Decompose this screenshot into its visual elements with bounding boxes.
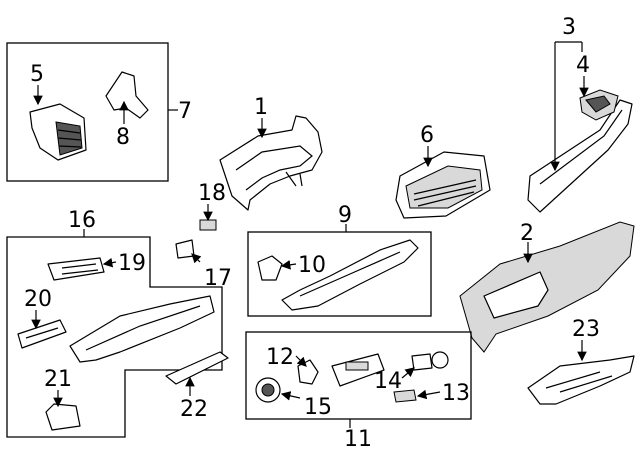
part-12-socket [297, 359, 319, 385]
callout-18: 18 [198, 181, 226, 206]
callout-1: 1 [254, 95, 268, 120]
callout-3: 3 [562, 15, 576, 40]
part-14-socket [411, 351, 449, 371]
callout-16: 16 [68, 208, 96, 233]
part-16-lower-panel [69, 295, 215, 363]
part-3-trim-strip [527, 99, 633, 213]
callout-7: 7 [178, 99, 192, 124]
part-15-knob [255, 377, 281, 403]
part-21-switch [45, 403, 81, 431]
group-box-16 [6, 236, 223, 438]
part-6-console [395, 151, 491, 219]
callout-4: 4 [576, 53, 590, 78]
callout-21: 21 [44, 367, 72, 392]
group-box-7 [6, 42, 169, 182]
part-8-clip [105, 71, 149, 119]
part-13-cover [393, 389, 417, 403]
part-1-dash-upper [219, 115, 323, 211]
callout-10: 10 [298, 253, 326, 278]
callout-20: 20 [24, 287, 52, 312]
callout-9: 9 [338, 203, 352, 228]
part-9-glovebox-frame [281, 239, 419, 311]
callout-23: 23 [572, 317, 600, 342]
callout-5: 5 [30, 62, 44, 87]
callout-17: 17 [204, 266, 232, 291]
callout-12: 12 [266, 345, 294, 370]
callout-2: 2 [520, 221, 534, 246]
part-19-panel [47, 257, 105, 281]
callout-6: 6 [420, 123, 434, 148]
part-11-bezel [331, 353, 385, 387]
part-2-dash-lower [459, 221, 635, 353]
callout-14: 14 [374, 369, 402, 394]
part-22-strip [165, 351, 229, 385]
part-5-vent [29, 103, 87, 161]
callout-8: 8 [116, 125, 130, 150]
part-23-bracket [527, 355, 635, 405]
part-17-clip [175, 239, 195, 259]
callout-13: 13 [442, 381, 470, 406]
part-20-panel [17, 319, 67, 349]
part-4-bracket [579, 89, 619, 121]
group-box-11 [245, 331, 472, 420]
part-10-switch [257, 255, 283, 281]
part-18-clip [199, 219, 217, 231]
group-box-9 [247, 231, 432, 317]
callout-22: 22 [180, 397, 208, 422]
callout-11: 11 [344, 427, 372, 452]
callout-19: 19 [118, 251, 146, 276]
callout-15: 15 [304, 395, 332, 420]
